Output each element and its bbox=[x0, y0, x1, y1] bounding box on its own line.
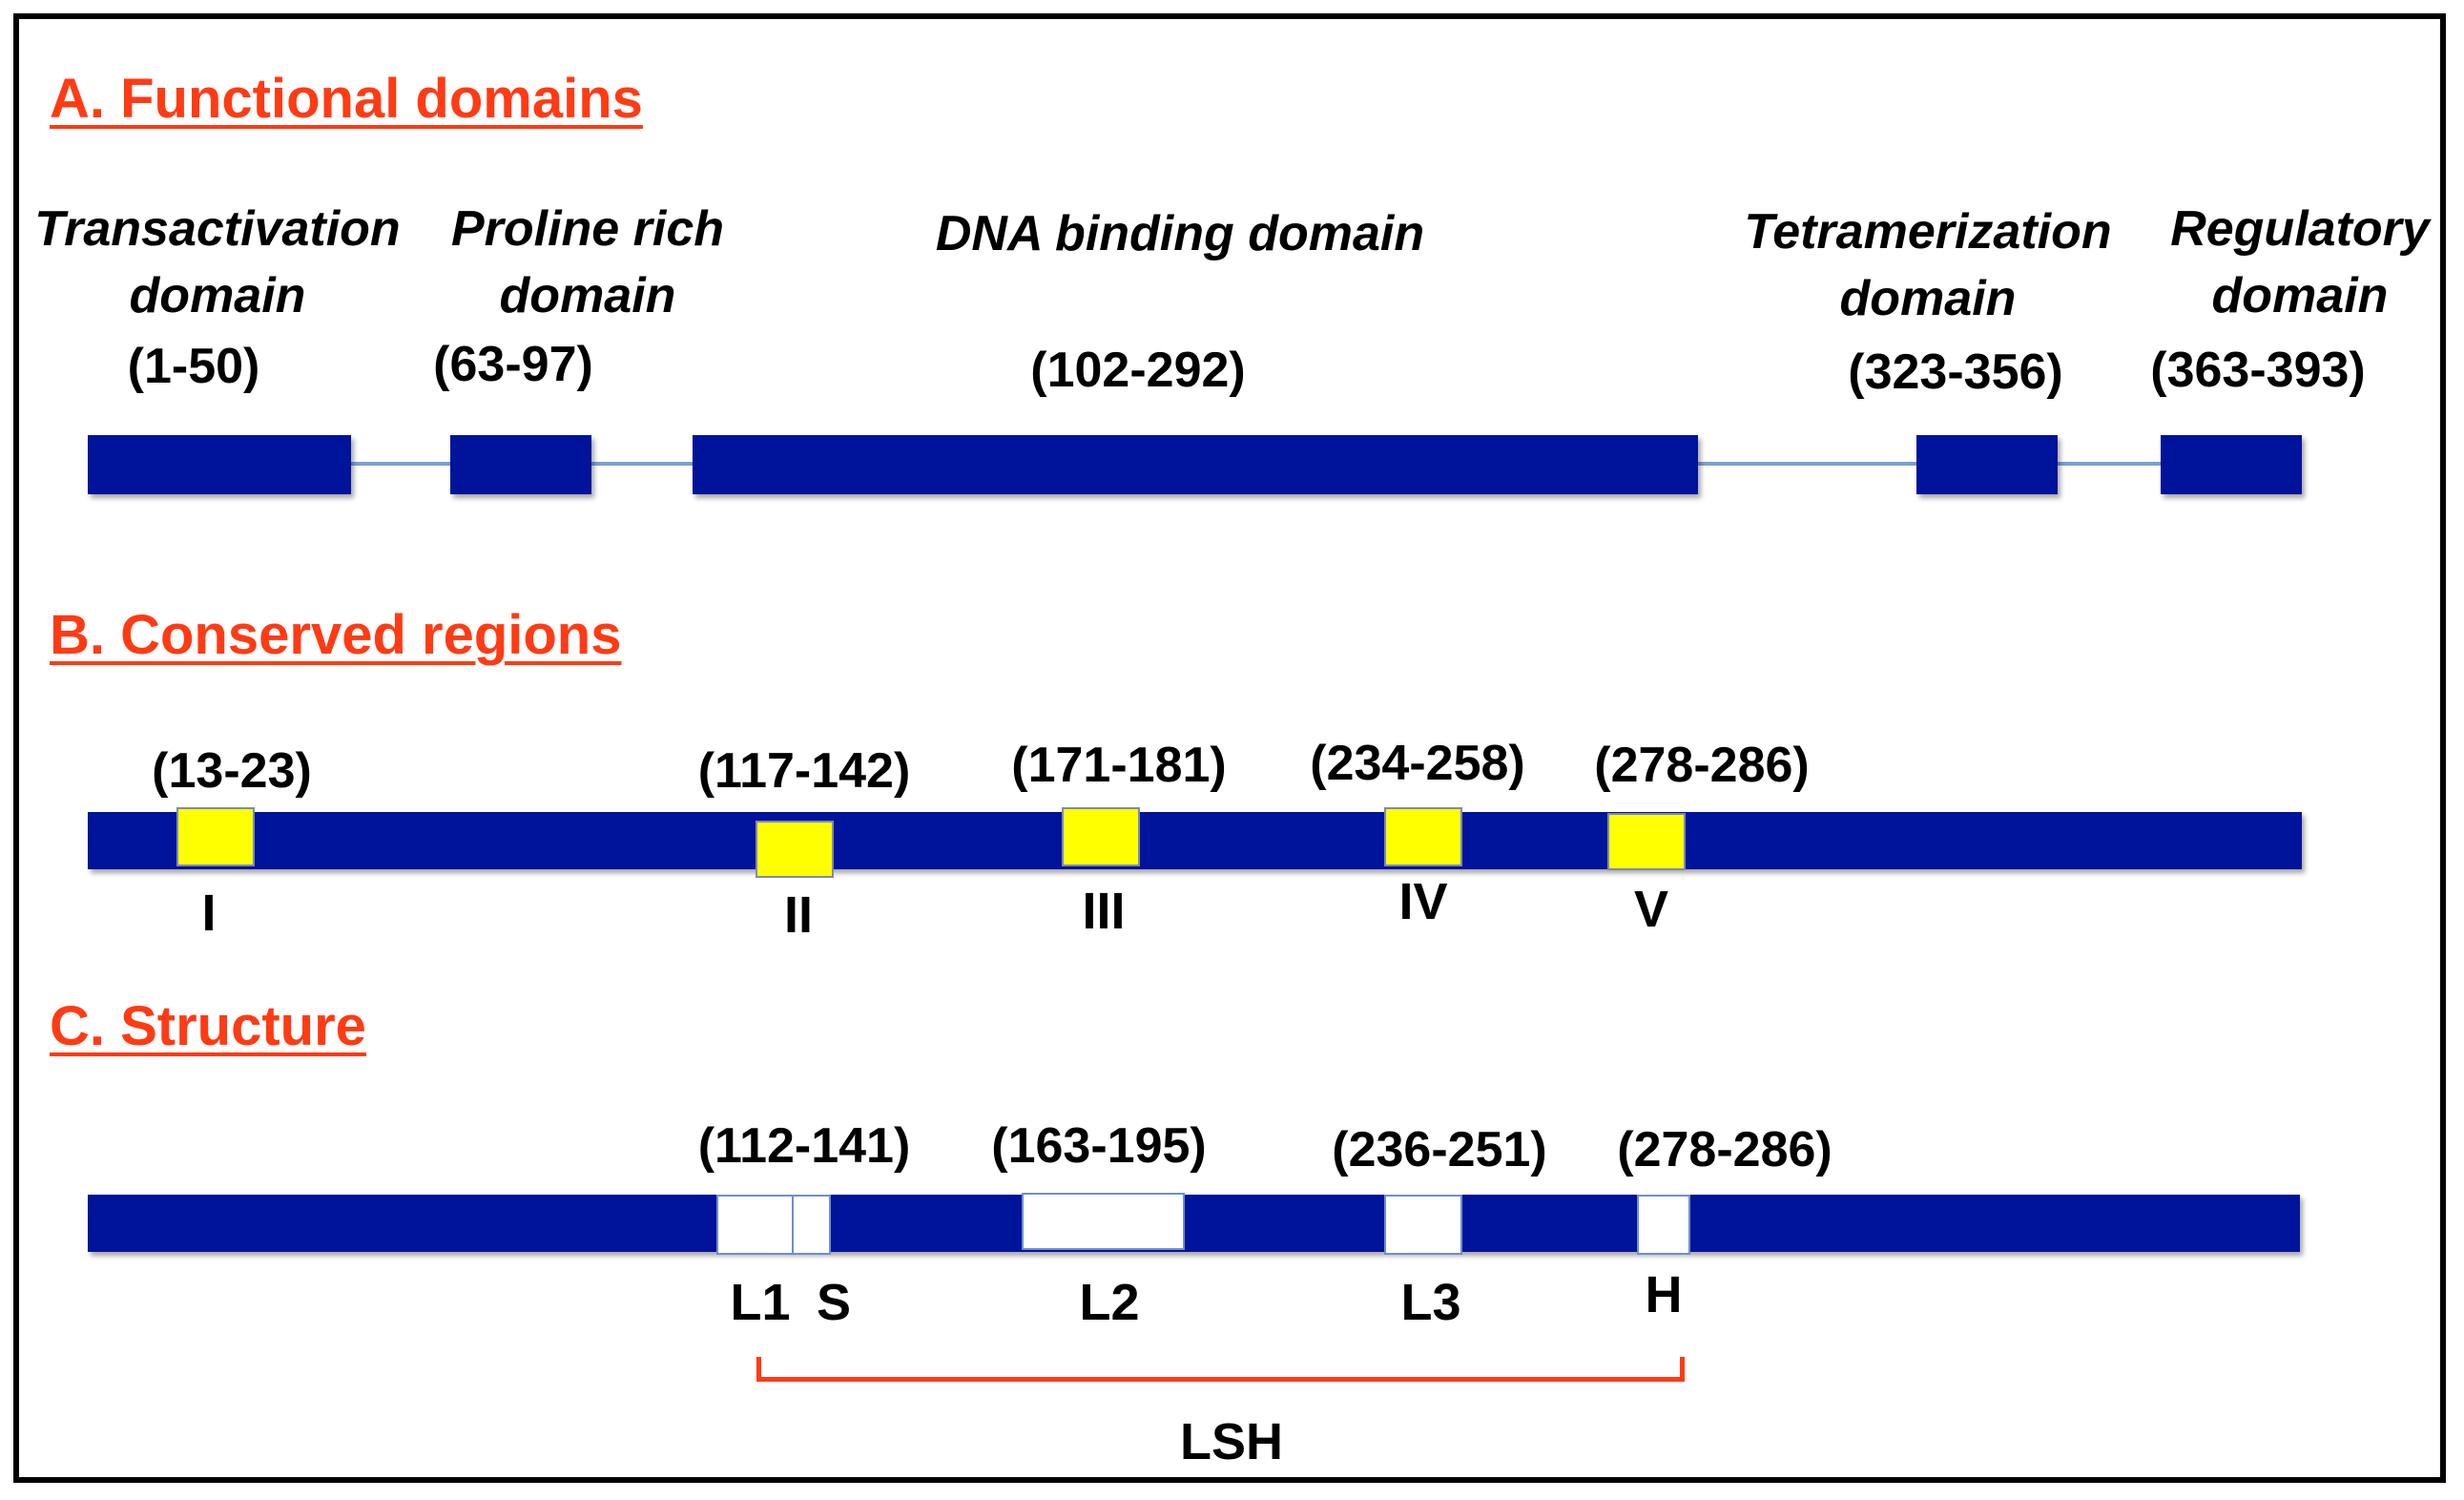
structure-label-l3: L3 bbox=[1400, 1274, 1461, 1331]
conserved-range-3: (171-181) bbox=[1011, 738, 1227, 793]
domain-range-tetramerization: (323-356) bbox=[1848, 344, 2063, 400]
linker-3 bbox=[1698, 462, 1916, 466]
section-b-title: B. Conserved regions bbox=[50, 604, 622, 666]
lsh-bracket bbox=[756, 1357, 1685, 1382]
domain-block-proline-rich bbox=[450, 435, 591, 494]
conserved-range-1: (13-23) bbox=[152, 743, 312, 799]
structure-loop-l3 bbox=[1384, 1195, 1462, 1255]
structure-range-l2: (163-195) bbox=[991, 1118, 1207, 1174]
conserved-label-4: IV bbox=[1398, 873, 1448, 930]
domain-label-dna-binding: DNA binding domain bbox=[935, 206, 1425, 261]
conserved-label-3: III bbox=[1082, 883, 1126, 940]
structure-loop-l1 bbox=[716, 1195, 795, 1255]
conserved-region-1 bbox=[176, 807, 255, 866]
domain-block-tetramerization bbox=[1916, 435, 2058, 494]
section-c-title: C. Structure bbox=[50, 995, 366, 1057]
conserved-label-1: I bbox=[201, 885, 217, 942]
structure-loop-l2 bbox=[1022, 1193, 1185, 1250]
linker-4 bbox=[2058, 462, 2161, 466]
lsh-label: LSH bbox=[1180, 1413, 1283, 1470]
conserved-region-5 bbox=[1607, 813, 1686, 870]
structure-helix-h bbox=[1637, 1195, 1690, 1255]
domain-range-transactivation: (1-50) bbox=[127, 339, 260, 394]
domain-range-regulatory: (363-393) bbox=[2150, 343, 2366, 398]
domain-range-dna-binding: (102-292) bbox=[1030, 343, 1246, 398]
conserved-region-2 bbox=[756, 821, 834, 878]
linker-1 bbox=[351, 462, 450, 466]
structure-bar bbox=[88, 1195, 2300, 1252]
structure-label-h: H bbox=[1645, 1266, 1683, 1323]
conserved-range-4: (234-258) bbox=[1310, 736, 1525, 791]
conserved-region-3 bbox=[1062, 807, 1140, 866]
section-a-title: A. Functional domains bbox=[50, 68, 643, 130]
linker-2 bbox=[591, 462, 693, 466]
structure-range-l1-s: (112-141) bbox=[697, 1118, 911, 1174]
domain-block-regulatory bbox=[2161, 435, 2302, 494]
structure-label-l2: L2 bbox=[1079, 1274, 1140, 1331]
structure-range-l3: (236-251) bbox=[1332, 1122, 1547, 1177]
structure-range-h: (278-286) bbox=[1617, 1122, 1832, 1177]
conserved-label-2: II bbox=[783, 886, 814, 944]
conserved-region-4 bbox=[1384, 807, 1462, 866]
conserved-bar bbox=[88, 812, 2302, 869]
structure-label-s: S bbox=[816, 1274, 852, 1331]
structure-label-l1: L1 bbox=[730, 1274, 791, 1331]
conserved-range-5: (278-286) bbox=[1594, 738, 1810, 793]
structure-strand-s bbox=[792, 1195, 831, 1255]
domain-block-dna-binding bbox=[693, 435, 1698, 494]
conserved-range-2: (117-142) bbox=[697, 743, 911, 799]
domain-block-transactivation bbox=[88, 435, 351, 494]
conserved-label-5: V bbox=[1633, 881, 1669, 938]
domain-range-proline-rich: (63-97) bbox=[433, 337, 593, 392]
